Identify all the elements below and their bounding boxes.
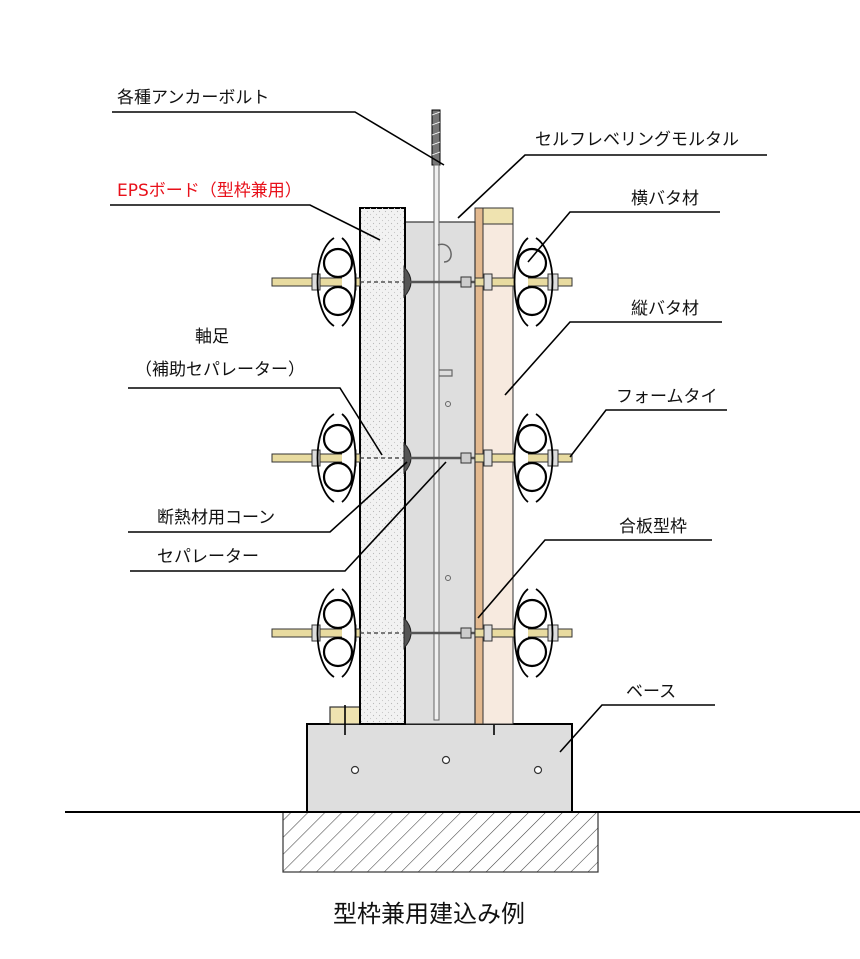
leader-eps-board xyxy=(110,204,381,241)
tie-nut xyxy=(483,273,493,291)
horizontal-batten-pipe xyxy=(516,285,548,317)
horizontal-batten-pipe xyxy=(516,598,548,630)
batten-clamp-bracket xyxy=(316,588,335,678)
label-vertical-batten: 縦バタ材 xyxy=(631,299,699,319)
horizontal-batten-pipe xyxy=(322,285,354,317)
horizontal-batten-pipe xyxy=(322,423,354,455)
separator-cone xyxy=(460,452,472,464)
ground-hatch xyxy=(282,811,599,873)
batten-clamp-bracket xyxy=(316,413,335,503)
label-auxiliary-separator: （補助セパレーター） xyxy=(135,360,305,380)
leader-plywood-form xyxy=(477,539,712,619)
base-anchor-hole xyxy=(350,765,360,775)
label-form-tie: フォームタイ xyxy=(616,387,718,407)
label-self-leveling-mortar: セルフレベリングモルタル xyxy=(535,130,739,150)
form-tie-assemblies xyxy=(271,237,573,678)
label-horizontal-batten: 横バタ材 xyxy=(631,189,699,209)
label-insulation-cone: 断熱材用コーン xyxy=(157,508,275,528)
batten-clamp-bracket xyxy=(316,237,335,327)
label-axial-foot: 軸足 xyxy=(195,327,229,347)
label-separator: セパレーター xyxy=(157,547,259,567)
base-anchor-hole xyxy=(441,755,451,765)
horizontal-batten-pipe xyxy=(322,461,354,493)
leader-base xyxy=(559,704,715,753)
label-plywood-form: 合板型枠 xyxy=(619,517,687,537)
leader-form-tie xyxy=(569,409,727,458)
leader-separator xyxy=(130,461,447,572)
tie-nut xyxy=(483,449,493,467)
horizontal-batten-pipe xyxy=(516,247,548,279)
batten-clamp-bracket xyxy=(535,413,554,503)
horizontal-batten-pipe xyxy=(516,423,548,455)
horizontal-batten-pipe xyxy=(322,247,354,279)
tie-nut xyxy=(311,624,321,642)
tie-nut xyxy=(311,449,321,467)
horizontal-batten-pipe xyxy=(322,598,354,630)
horizontal-batten-pipe xyxy=(322,636,354,668)
label-eps-board: EPSボード（型枠兼用） xyxy=(117,181,302,201)
leader-axial-foot xyxy=(128,387,383,456)
leader-mortar xyxy=(457,154,767,219)
base-anchor-hole xyxy=(533,765,543,775)
separator-cone xyxy=(460,627,472,639)
concrete-wall xyxy=(404,221,476,725)
diagram-caption: 型枠兼用建込み例 xyxy=(333,900,525,928)
separator-cone xyxy=(460,276,472,288)
label-base: ベース xyxy=(626,682,676,702)
anchor-bolt-thread xyxy=(431,109,441,166)
horizontal-batten-pipe xyxy=(516,461,548,493)
leader-insulation-cone xyxy=(128,461,408,533)
leader-anchor-bolt xyxy=(112,111,445,166)
tie-nut xyxy=(483,624,493,642)
base-concrete xyxy=(306,723,573,813)
leader-vertical-batten xyxy=(504,321,722,396)
anchor-bolt-shaft xyxy=(433,164,440,721)
batten-clamp-bracket xyxy=(535,588,554,678)
tie-nut xyxy=(311,273,321,291)
leader-horizontal-batten xyxy=(527,211,720,263)
horizontal-batten-pipe xyxy=(516,636,548,668)
label-anchor-bolt: 各種アンカーボルト xyxy=(117,88,269,108)
